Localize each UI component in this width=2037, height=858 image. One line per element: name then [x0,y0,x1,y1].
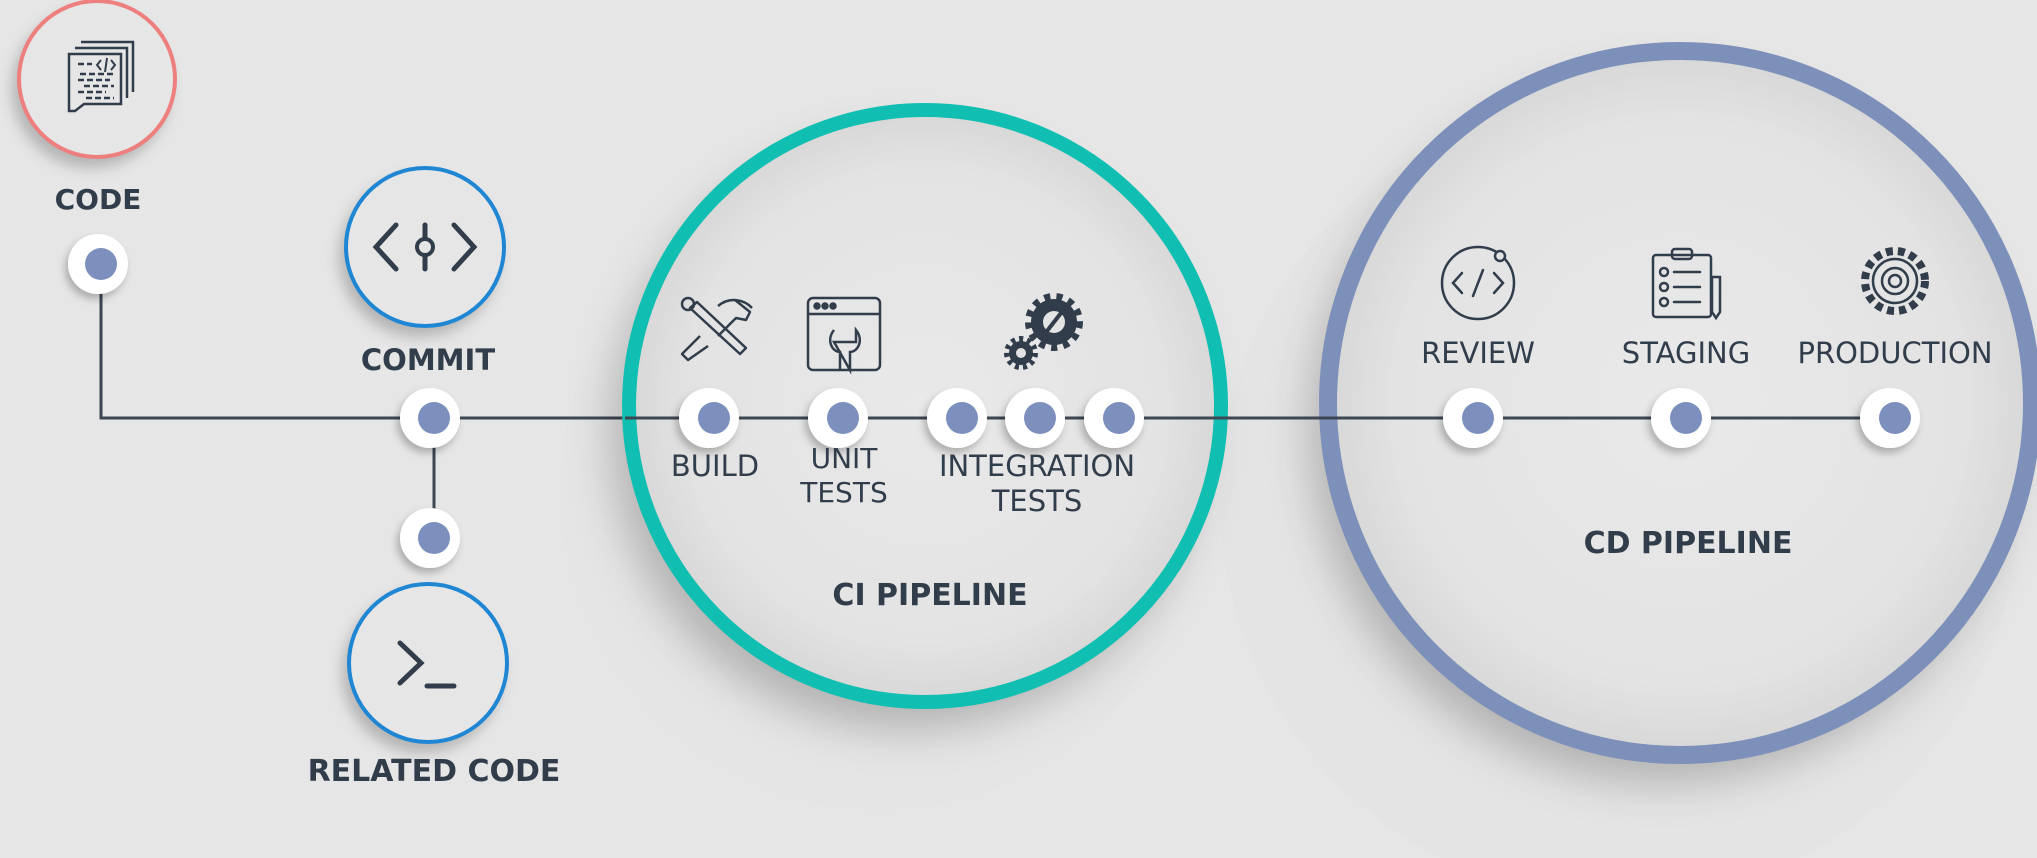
label-integration-line2: TESTS [991,483,1083,518]
ci-pipeline-ring [622,103,1228,709]
label-build: BUILD [670,449,760,483]
node-commit[interactable] [400,388,460,448]
label-review: REVIEW [1421,336,1535,370]
label-staging: STAGING [1621,336,1751,370]
label-related-code: RELATED CODE [307,754,561,789]
gears-icon [1004,293,1083,370]
label-unit-tests-line1: UNIT [810,442,878,475]
node-unit-tests[interactable] [808,388,868,448]
label-integration-tests: INTEGRATION TESTS [907,449,1167,519]
label-unit-tests-line2: TESTS [800,475,888,509]
node-related-code[interactable] [400,508,460,568]
gear-icon [1861,247,1929,315]
label-production: PRODUCTION [1797,336,1993,370]
label-integration-line1: INTEGRATION [938,449,1136,483]
clipboard-checklist-icon [1651,247,1722,321]
node-code[interactable] [68,234,128,294]
node-integration-3[interactable] [1084,388,1144,448]
commit-icon [372,222,478,272]
label-commit: COMMIT [360,343,496,377]
node-build[interactable] [679,388,739,448]
nodes [68,234,1920,568]
label-unit-tests: UNIT TESTS [784,442,904,509]
commit-circle[interactable] [344,166,506,328]
browser-wrench-icon [806,296,882,375]
terminal-icon [397,640,457,689]
label-ci-pipeline: CI PIPELINE [832,578,1028,613]
hammer-wrench-icon [680,296,753,362]
node-integration-1[interactable] [927,388,987,448]
label-cd-pipeline: CD PIPELINE [1583,526,1793,561]
node-integration-2[interactable] [1005,388,1065,448]
code-document-icon [67,40,135,113]
code-review-icon [1440,245,1516,321]
label-code: CODE [54,183,142,216]
node-staging[interactable] [1651,388,1711,448]
related-code-circle[interactable] [347,582,509,744]
node-review[interactable] [1443,388,1503,448]
node-production[interactable] [1860,388,1920,448]
